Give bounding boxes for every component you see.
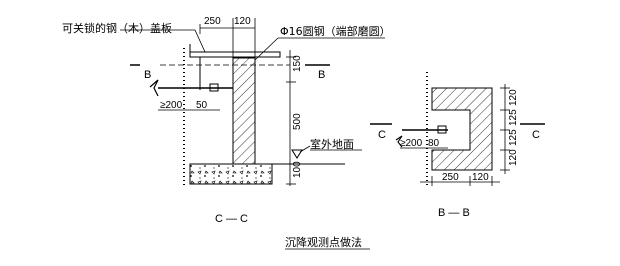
dim-bottom-120: 120 (472, 172, 489, 183)
dim-top-120: 120 (234, 16, 251, 27)
right-dim-bar-200: ≥200 (400, 138, 423, 149)
right-view: C C 250 120 120 125 125 120 ≥200 80 B — … (370, 72, 545, 219)
steel-bar-label: Φ16圆钢（端部磨圆） (280, 24, 391, 38)
concrete-base (189, 163, 273, 185)
cut-mark-b-left: B (144, 69, 151, 81)
drawing-caption: 沉降观测点做法 (285, 235, 362, 249)
right-bar-hook (395, 135, 403, 148)
cover-plate (189, 51, 281, 58)
section-title-b: B — B (438, 207, 470, 219)
wall-hatch (232, 57, 256, 165)
ground-symbol (291, 149, 303, 159)
cover-plate-label: 可关锁的钢（木）盖板 (62, 21, 172, 35)
pit-wall-hatch (431, 87, 493, 171)
ground-label: 室外地面 (310, 137, 354, 151)
cut-mark-b-right: B (318, 69, 325, 81)
dim-right-500: 500 (292, 113, 303, 130)
dim-right-120-bottom: 120 (508, 149, 519, 166)
section-title-c: C — C (215, 213, 248, 225)
dim-right-125-b: 125 (508, 129, 519, 146)
cover-leader (194, 29, 206, 53)
bar-leader (254, 37, 279, 61)
dim-right-150: 150 (292, 55, 303, 72)
right-dim-bar-80: 80 (428, 138, 440, 149)
cut-mark-c-right: C (532, 129, 540, 141)
dim-bar-200: ≥200 (160, 100, 183, 111)
left-view: 可关锁的钢（木）盖板 Φ16圆钢（端部磨圆） 室外地面 B B 250 120 … (62, 16, 391, 225)
cut-mark-c-left: C (378, 129, 386, 141)
dim-right-125-a: 125 (508, 109, 519, 126)
dim-right-120-top: 120 (508, 89, 519, 106)
dim-right-100: 100 (292, 161, 303, 178)
bar-hook (149, 79, 159, 97)
dim-bottom-250: 250 (442, 172, 459, 183)
dim-top-250: 250 (204, 16, 221, 27)
dim-bar-50: 50 (196, 100, 208, 111)
